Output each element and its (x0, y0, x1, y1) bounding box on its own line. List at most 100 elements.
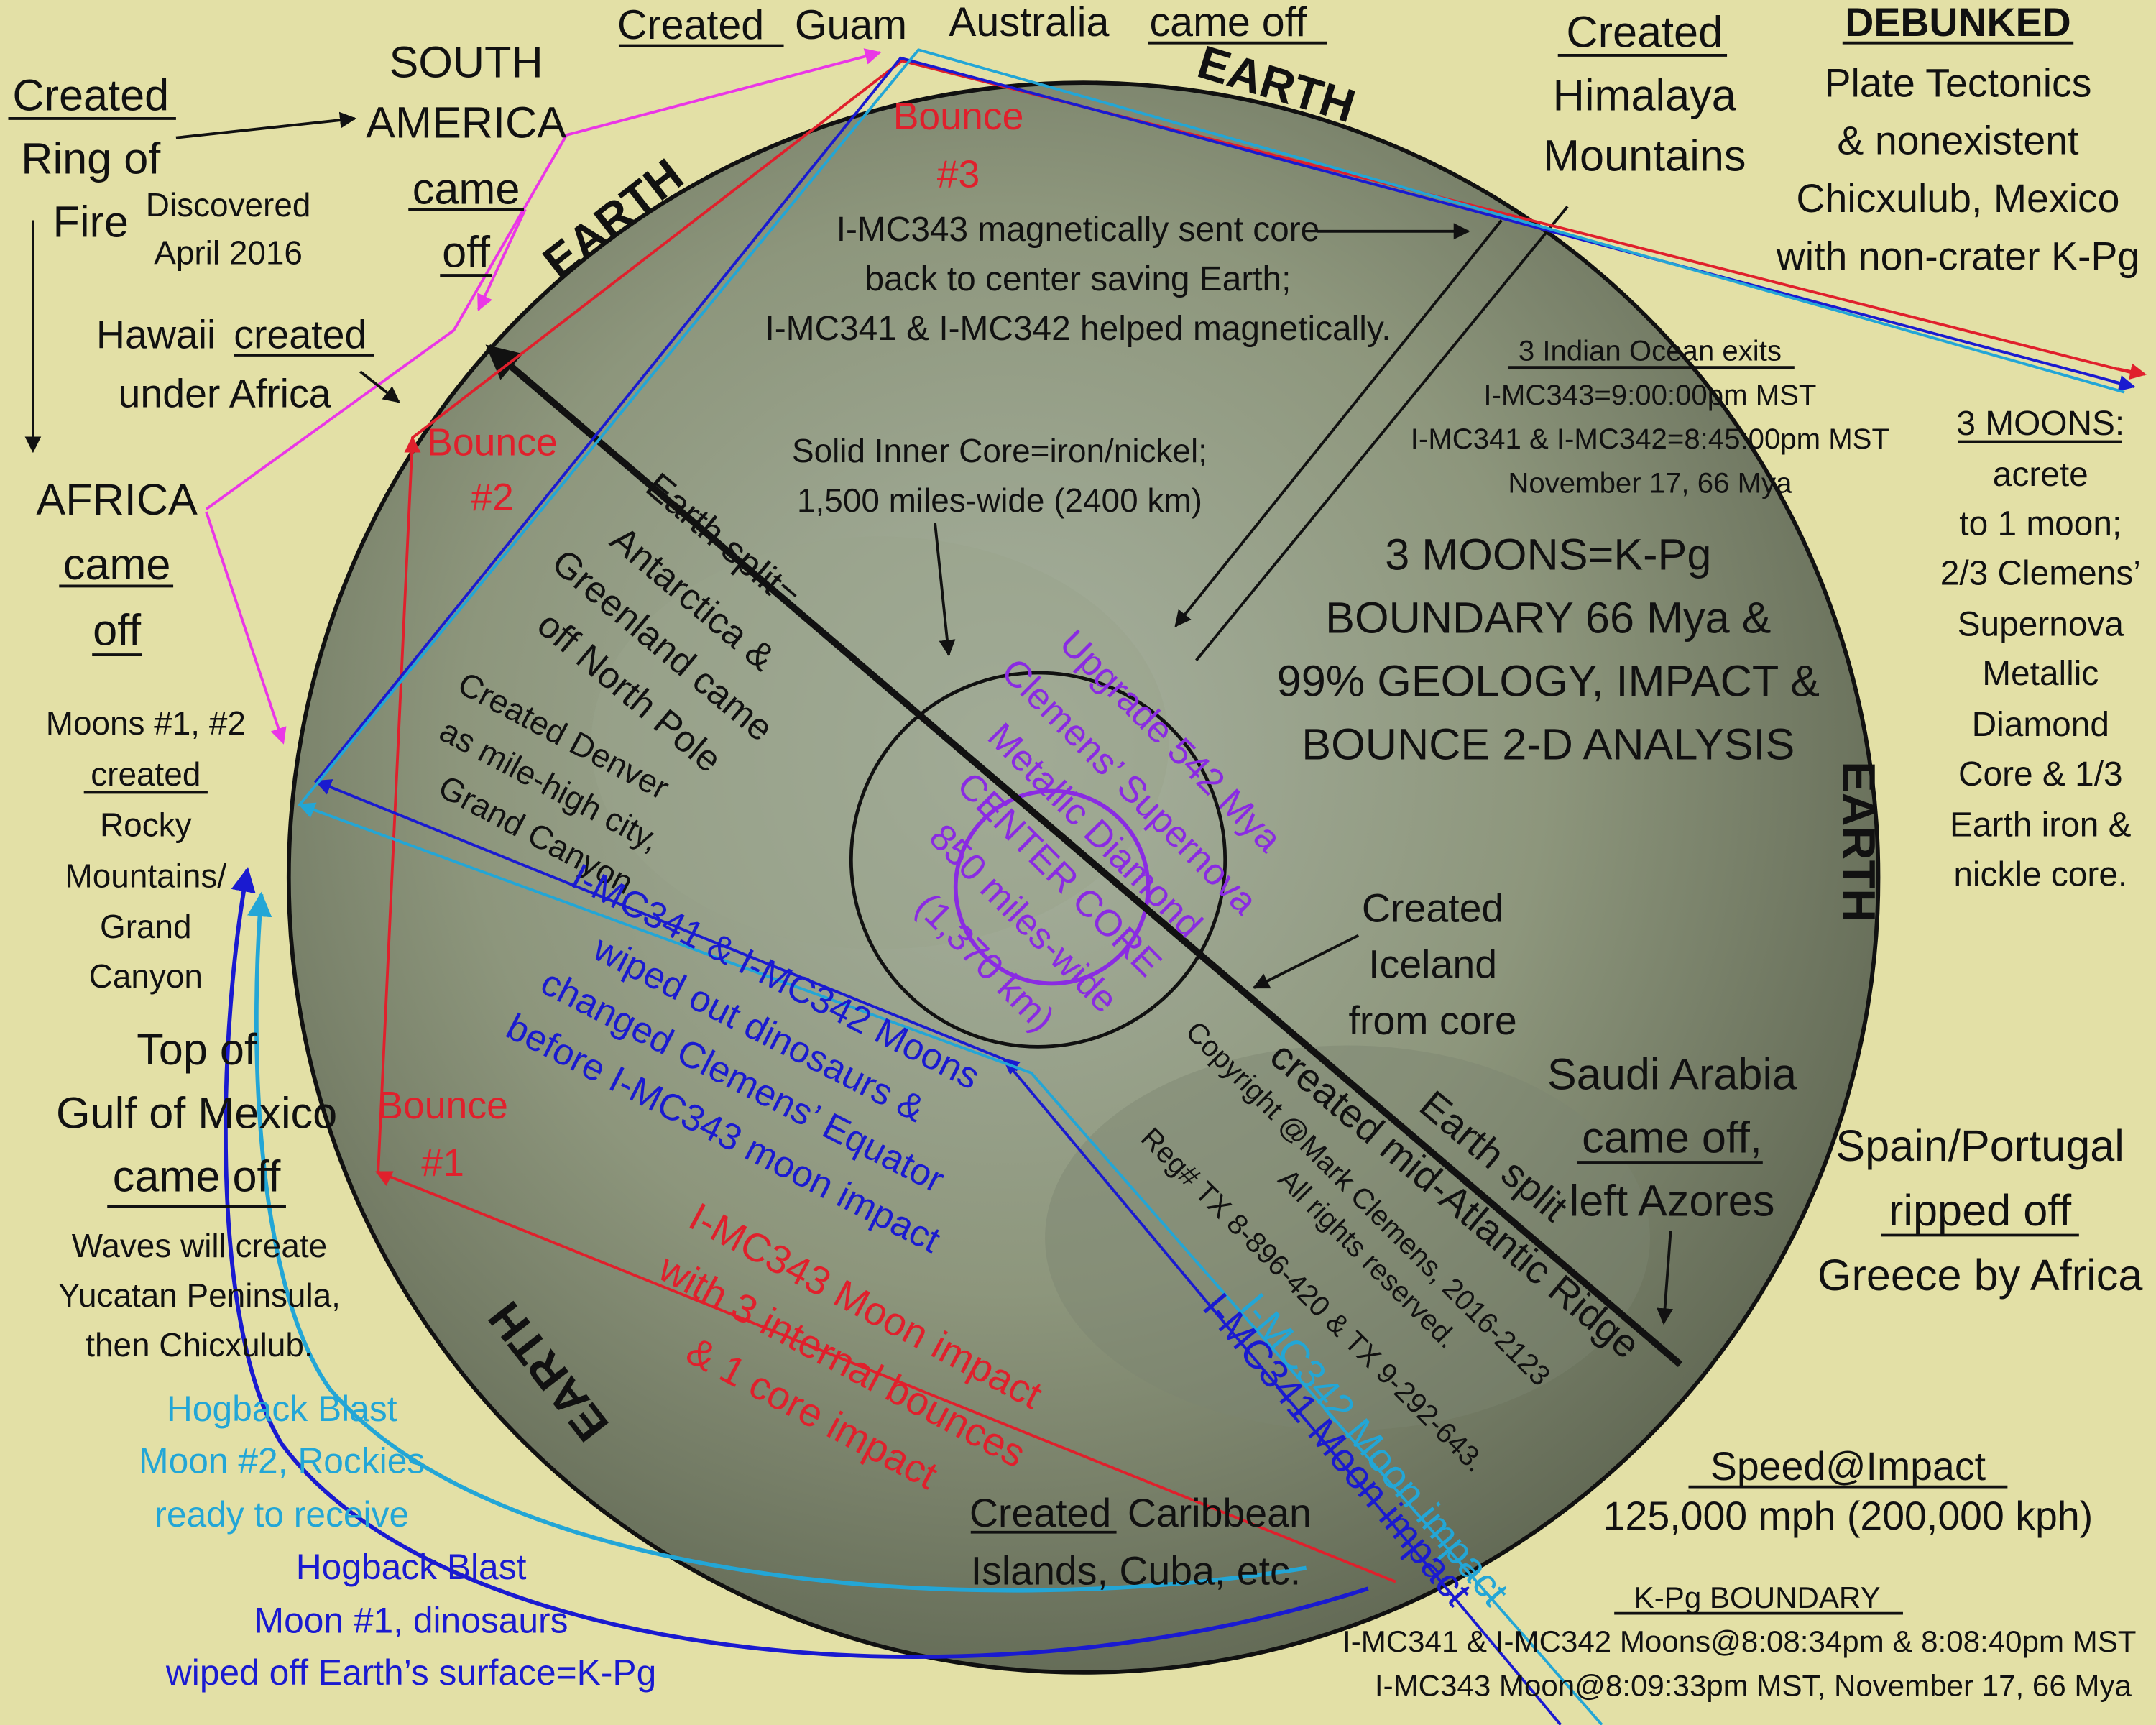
caribbean-label: Created Caribbean Islands, Cuba, etc. (969, 1491, 1312, 1593)
svg-text:& nonexistent: & nonexistent (1837, 119, 2078, 163)
earth-split-line (485, 344, 1683, 1367)
continent-path (205, 511, 287, 745)
svg-text:Core & 1/3: Core & 1/3 (1958, 755, 2123, 794)
hogback-blast-moon2 (247, 891, 1307, 1593)
svg-text:came: came (63, 540, 171, 589)
svg-text:Earth iron &: Earth iron & (1950, 806, 2132, 845)
svg-text:nickle core.: nickle core. (1953, 856, 2127, 894)
three-moons-label: 3 MOONS: acrete to 1 moon; 2/3 Clemens’ … (1940, 405, 2141, 894)
ring-of-fire-label: Created Ring of Fire (12, 70, 169, 246)
svg-text:Saudi Arabia: Saudi Arabia (1547, 1050, 1797, 1099)
svg-text:Rocky: Rocky (100, 806, 192, 844)
svg-text:I-MC341 & I-MC342=8:45:00pm MS: I-MC341 & I-MC342=8:45:00pm MST (1411, 423, 1889, 455)
svg-text:ready to receive: ready to receive (155, 1494, 409, 1535)
svg-text:Solid Inner Core=iron/nickel;: Solid Inner Core=iron/nickel; (792, 432, 1207, 469)
svg-text:Top of: Top of (137, 1025, 257, 1074)
svg-text:acrete: acrete (1993, 456, 2088, 494)
svg-text:created: created (91, 755, 201, 793)
svg-text:off: off (93, 606, 142, 655)
core-saving-label: I-MC343 magnetically sent core back to c… (765, 211, 1391, 348)
indian-ocean-exits-label: 3 Indian Ocean exits I-MC343=9:00:00pm M… (1411, 335, 1889, 500)
svg-text:99% GEOLOGY, IMPACT &: 99% GEOLOGY, IMPACT & (1277, 656, 1820, 705)
svg-text:Created: Created (1362, 886, 1503, 930)
africa-label: AFRICA came off (36, 475, 198, 655)
svg-text:Bounce: Bounce (893, 96, 1024, 138)
underlines (8, 41, 2122, 1615)
solid-core-label: Solid Inner Core=iron/nickel; 1,500 mile… (792, 432, 1207, 519)
svg-text:Moons #1, #2: Moons #1, #2 (46, 704, 246, 742)
svg-text:I-MC343 magnetically sent core: I-MC343 magnetically sent core (837, 211, 1320, 249)
svg-text:Speed@Impact: Speed@Impact (1710, 1444, 1986, 1489)
svg-text:DEBUNKED: DEBUNKED (1845, 0, 2070, 45)
australia-label: Australia came off (949, 0, 1307, 45)
svg-text:AMERICA: AMERICA (366, 98, 566, 147)
svg-text:Discovered: Discovered (146, 186, 311, 224)
svg-text:November 17, 66 Mya: November 17, 66 Mya (1508, 466, 1792, 499)
svg-text:#3: #3 (937, 154, 980, 196)
svg-text:I-MC343 Moon@8:09:33pm MST, No: I-MC343 Moon@8:09:33pm MST, November 17,… (1375, 1668, 2132, 1702)
svg-text:3 Indian Ocean exits: 3 Indian Ocean exits (1519, 335, 1782, 367)
speed-label: Speed@Impact 125,000 mph (200,000 kph) (1603, 1444, 2093, 1538)
svg-text:Chicxulub, Mexico: Chicxulub, Mexico (1796, 176, 2119, 221)
svg-text:left Azores: left Azores (1570, 1177, 1775, 1225)
svg-text:off: off (442, 228, 491, 277)
himalaya-label: Created Himalaya Mountains (1543, 7, 1746, 180)
hawaii-arrow (359, 370, 400, 403)
moons-1-2-label: Moons #1, #2 created Rocky Mountains/ Gr… (46, 704, 246, 995)
kpg-boundary-label: K-Pg BOUNDARY I-MC341 & I-MC342 Moons@8:… (1342, 1581, 2136, 1702)
svg-text:then Chicxulub.: then Chicxulub. (86, 1326, 313, 1363)
svg-text:#2: #2 (471, 477, 514, 519)
svg-text:3 MOONS:: 3 MOONS: (1956, 405, 2124, 443)
svg-text:Created: Created (617, 2, 764, 48)
svg-text:Mountains/: Mountains/ (65, 857, 227, 894)
earth-label-right: EARTH (1833, 761, 1885, 922)
discovered-label: Discovered April 2016 (146, 186, 311, 272)
svg-text:under Africa: under Africa (119, 372, 331, 416)
svg-text:Himalaya: Himalaya (1553, 70, 1737, 119)
south-america-label: SOUTH AMERICA came off (366, 38, 566, 277)
svg-text:I-MC341 & I-MC342 helped magne: I-MC341 & I-MC342 helped magnetically. (765, 310, 1391, 348)
svg-text:Created: Created (12, 70, 169, 119)
svg-text:from core: from core (1348, 998, 1516, 1043)
svg-text:Supernova: Supernova (1958, 605, 2124, 643)
svg-text:Plate Tectonics: Plate Tectonics (1824, 60, 2091, 105)
yucatan-label: Waves will create Yucatan Peninsula, the… (58, 1227, 341, 1363)
svg-text:#1: #1 (421, 1142, 464, 1184)
svg-text:SOUTH: SOUTH (389, 38, 543, 87)
svg-text:April 2016: April 2016 (154, 234, 303, 272)
svg-text:Created: Created (969, 1491, 1111, 1535)
inner-core-circle (849, 671, 1227, 1049)
svg-text:3 MOONS=K-Pg: 3 MOONS=K-Pg (1385, 530, 1711, 579)
svg-text:Fire: Fire (53, 197, 129, 246)
svg-text:Bounce: Bounce (427, 422, 558, 464)
svg-text:ripped off: ripped off (1889, 1186, 2072, 1235)
bounce-1-label: Bounce #1 (377, 1085, 508, 1184)
svg-text:I-MC341 & I-MC342 Moons@8:08:3: I-MC341 & I-MC342 Moons@8:08:34pm & 8:08… (1342, 1624, 2136, 1658)
landmass-shading (591, 536, 1169, 949)
svg-text:2/3 Clemens’: 2/3 Clemens’ (1940, 555, 2141, 593)
azores-arrow (1657, 1230, 1674, 1325)
bounce-2-label: Bounce #2 (427, 422, 558, 520)
svg-text:came off,: came off, (1582, 1113, 1762, 1162)
svg-text:with non-crater K-Pg: with non-crater K-Pg (1776, 234, 2140, 278)
kpg-analysis-title: 3 MOONS=K-Pg BOUNDARY 66 Mya & 99% GEOLO… (1277, 530, 1820, 768)
svg-text:Yucatan Peninsula,: Yucatan Peninsula, (58, 1276, 341, 1314)
svg-text:Guam: Guam (795, 2, 907, 48)
saudi-label: Saudi Arabia came off, left Azores (1547, 1050, 1797, 1225)
svg-text:came off: came off (113, 1151, 282, 1200)
svg-text:Diamond: Diamond (1972, 706, 2109, 744)
iceland-arrow (1252, 934, 1360, 989)
svg-text:BOUNDARY 66 Mya &: BOUNDARY 66 Mya & (1325, 593, 1771, 642)
svg-text:Australia: Australia (949, 0, 1109, 45)
svg-text:to 1 moon;: to 1 moon; (1959, 505, 2122, 543)
svg-text:Islands, Cuba, etc.: Islands, Cuba, etc. (971, 1548, 1301, 1593)
continent-path (205, 48, 882, 510)
svg-text:created: created (234, 312, 367, 356)
svg-text:Created: Created (1566, 7, 1723, 56)
svg-text:I-MC343=9:00:00pm MST: I-MC343=9:00:00pm MST (1483, 379, 1816, 411)
landmass-shading (1045, 1045, 1650, 1431)
svg-text:125,000 mph (200,000 kph): 125,000 mph (200,000 kph) (1603, 1494, 2093, 1538)
svg-text:Canyon: Canyon (89, 957, 203, 995)
